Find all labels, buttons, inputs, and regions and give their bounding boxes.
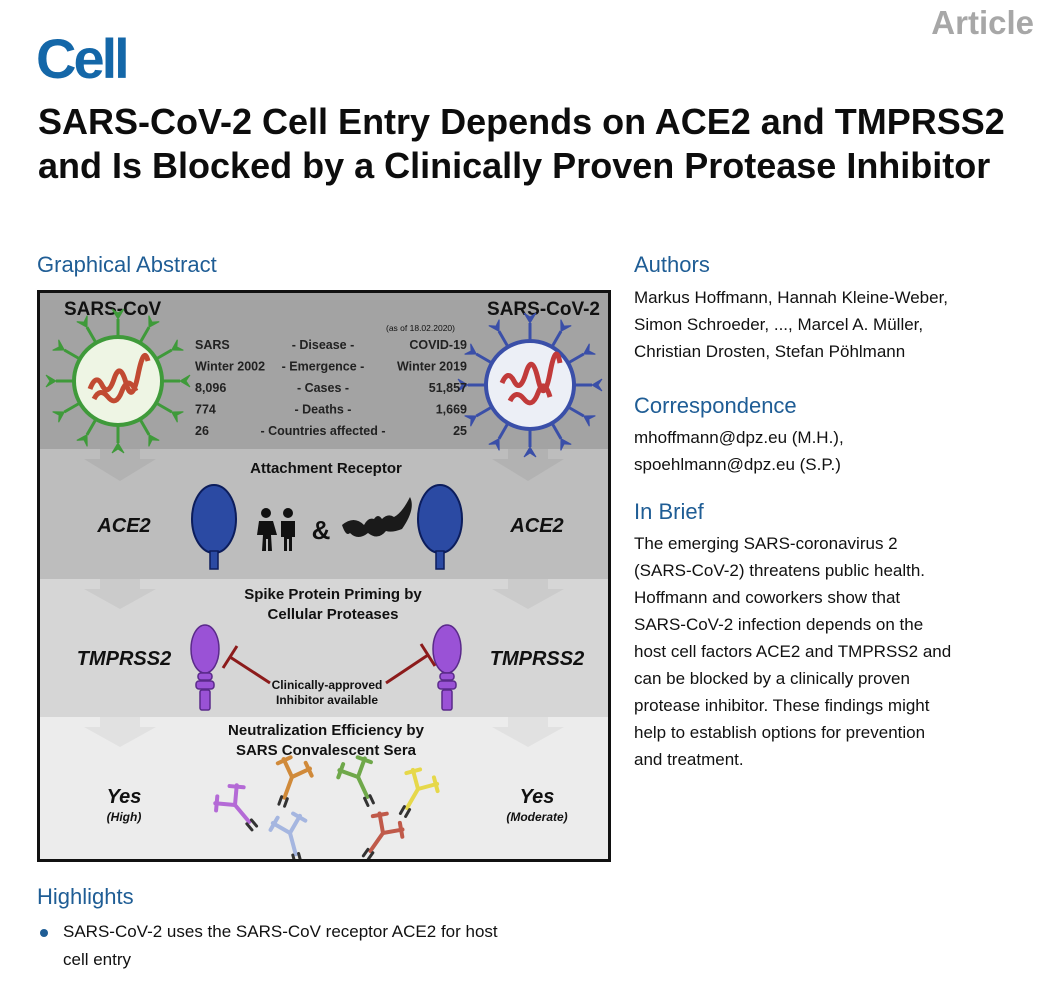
in-brief-line: host cell factors ACE2 and TMPRSS2 and — [634, 642, 952, 661]
highlight-item: SARS-CoV-2 uses the SARS-CoV receptor AC… — [38, 918, 598, 974]
antibody-icon — [398, 767, 440, 818]
stats-right-value: 25 — [453, 424, 467, 438]
article-type-label: Article — [931, 4, 1034, 41]
ace2-right-label: ACE2 — [509, 515, 563, 537]
antibodies-icon — [213, 755, 440, 859]
in-brief-line: Hoffmann and coworkers show that — [634, 588, 901, 607]
date-note: (as of 18.02.2020) — [386, 323, 455, 333]
authors-list[interactable]: Markus Hoffmann, Hannah Kleine-Weber, Si… — [634, 284, 948, 365]
priming-heading-line2: Cellular Proteases — [268, 606, 399, 623]
correspondence-email[interactable]: spoehlmann@dpz.eu (S.P.) — [634, 455, 841, 474]
correspondence-list: mhoffmann@dpz.eu (M.H.), spoehlmann@dpz.… — [634, 424, 844, 478]
left-answer-detail: (High) — [107, 810, 142, 824]
graphical-abstract-heading: Graphical Abstract — [37, 252, 217, 277]
stats-row-label: - Countries affected - — [260, 424, 385, 438]
authors-line: Christian Drosten, Stefan Pöhlmann — [634, 342, 906, 361]
highlight-line: SARS-CoV-2 uses the SARS-CoV receptor AC… — [63, 922, 498, 941]
stats-row-label: - Deaths - — [295, 403, 352, 417]
tmprss2-left-icon — [190, 624, 220, 711]
authors-line: Simon Schroeder, ..., Marcel A. Müller, — [634, 315, 924, 334]
highlights-heading: Highlights — [37, 884, 134, 909]
in-brief-line: can be blocked by a clinically proven — [634, 669, 910, 688]
priming-heading-line1: Spike Protein Priming by — [244, 586, 422, 603]
in-brief-text: The emerging SARS-coronavirus 2 (SARS-Co… — [634, 530, 951, 773]
in-brief-heading: In Brief — [634, 499, 704, 524]
paper-title: SARS-CoV-2 Cell Entry Depends on ACE2 an… — [38, 101, 1005, 186]
antibody-icon — [268, 811, 308, 859]
inhibitor-note-line2: Inhibitor available — [276, 693, 378, 707]
ampersand: & — [312, 515, 331, 545]
tmprss2-right-icon — [432, 624, 462, 711]
in-brief-line: The emerging SARS-coronavirus 2 — [634, 534, 898, 553]
ace2-left-label: ACE2 — [96, 515, 150, 537]
antibody-icon — [213, 783, 259, 832]
authors-line: Markus Hoffmann, Hannah Kleine-Weber, — [634, 288, 949, 307]
antibody-icon — [361, 811, 405, 859]
sars-cov-virus-icon — [45, 308, 191, 454]
stats-left-value: Winter 2002 — [195, 360, 265, 374]
antibody-icon — [275, 755, 314, 808]
in-brief-line: (SARS-CoV-2) threatens public health. — [634, 561, 926, 580]
stats-row-label: - Disease - — [292, 338, 355, 352]
right-answer: Yes — [520, 786, 555, 808]
left-answer: Yes — [107, 786, 142, 808]
stats-left-value: 8,096 — [195, 381, 226, 395]
stats-right-value: 1,669 — [436, 403, 467, 417]
tmprss2-left-label: TMPRSS2 — [77, 648, 171, 670]
inhibitor-note-line1: Clinically-approved — [272, 678, 383, 692]
neutralization-heading-line1: Neutralization Efficiency by — [228, 722, 425, 739]
stats-row-label: - Cases - — [297, 381, 349, 395]
inhibitor-symbol-right — [385, 643, 437, 685]
stats-left-value: 26 — [195, 424, 209, 438]
band-priming — [40, 579, 608, 717]
highlight-line: cell entry — [63, 950, 132, 969]
stats-left-value: 774 — [195, 403, 216, 417]
bat-icon — [342, 497, 412, 537]
neutralization-heading-line2: SARS Convalescent Sera — [236, 742, 417, 759]
band-neutralization — [40, 717, 608, 859]
antibody-icon — [336, 755, 375, 807]
right-virus-label: SARS-CoV-2 — [487, 299, 600, 320]
stats-right-value: COVID-19 — [409, 338, 467, 352]
flow-arrows — [84, 449, 564, 747]
in-brief-line: and treatment. — [634, 750, 744, 769]
attachment-heading: Attachment Receptor — [250, 460, 402, 477]
stats-row-label: - Emergence - — [282, 360, 365, 374]
graphical-abstract-figure: SARS-CoV SARS-CoV-2 (as of 18.02.2020) S… — [37, 290, 611, 862]
ace2-receptor-right-icon — [417, 484, 463, 570]
tmprss2-right-label: TMPRSS2 — [490, 648, 584, 670]
humans-icon — [257, 508, 295, 551]
correspondence-email[interactable]: mhoffmann@dpz.eu (M.H.), — [634, 428, 844, 447]
in-brief-line: help to establish options for prevention — [634, 723, 926, 742]
authors-heading: Authors — [634, 252, 710, 277]
journal-logo[interactable]: Cell — [36, 27, 130, 90]
stats-left-value: SARS — [195, 338, 230, 352]
correspondence-heading: Correspondence — [634, 393, 797, 418]
bullet-icon — [40, 929, 48, 937]
stats-right-value: Winter 2019 — [397, 360, 467, 374]
in-brief-line: protease inhibitor. These findings might — [634, 696, 930, 715]
right-answer-detail: (Moderate) — [506, 810, 567, 824]
inhibitor-symbol-left — [221, 645, 271, 685]
stats-right-value: 51,857 — [429, 381, 467, 395]
ace2-receptor-left-icon — [191, 484, 237, 570]
in-brief-line: SARS-CoV-2 infection depends on the — [634, 615, 924, 634]
sars-cov-2-virus-icon — [457, 312, 603, 458]
